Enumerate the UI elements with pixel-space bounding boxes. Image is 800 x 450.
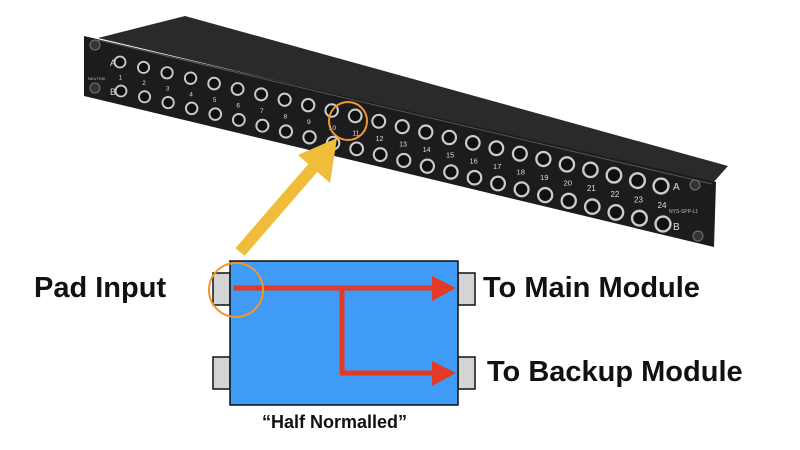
jack-b-8 <box>278 124 294 139</box>
rack-top-surface <box>98 16 728 184</box>
jack-b-5 <box>208 107 223 121</box>
row-a-label-right: A <box>673 182 680 193</box>
jack-b-19 <box>537 186 554 204</box>
channel-number: 8 <box>283 114 287 121</box>
jack-b-11 <box>349 141 365 157</box>
half-normalled-diagram <box>208 260 476 406</box>
pointer-arrow <box>235 138 337 256</box>
patchbay-rack: 123456789101112131415161718192021222324 … <box>84 16 728 247</box>
jack-a-19 <box>535 150 552 168</box>
model-label: NYS-SPP-L1 <box>669 209 698 215</box>
channel-number: 6 <box>236 102 240 109</box>
jack-b-3 <box>161 95 175 110</box>
channel-number: 21 <box>587 184 596 193</box>
channel-number: 2 <box>142 80 146 87</box>
input-highlight-ring <box>208 262 264 318</box>
input-label: Pad Input <box>34 272 167 304</box>
jack-b-20 <box>560 192 577 210</box>
jack-main-out <box>457 272 476 306</box>
jack-b-23 <box>630 209 648 227</box>
channel-number: 16 <box>470 156 478 165</box>
jack-unused <box>212 356 231 390</box>
brand-label: NEUTRIK <box>88 76 106 81</box>
jack-b-6 <box>231 113 246 127</box>
channel-number: 24 <box>657 201 667 210</box>
channel-number: 19 <box>540 173 548 182</box>
jack-b-14 <box>419 158 436 174</box>
jack-a-7 <box>254 87 269 102</box>
jack-a-11 <box>347 108 363 124</box>
jack-b-4 <box>185 101 199 116</box>
channel-number: 7 <box>260 108 264 115</box>
jack-a-3 <box>160 66 174 80</box>
jack-b-7 <box>255 118 270 133</box>
jack-a-13 <box>394 119 410 135</box>
arrowhead-backup <box>432 361 456 386</box>
channel-number: 23 <box>634 195 643 204</box>
jack-b-1 <box>114 84 128 98</box>
row-a-label: A <box>110 58 116 68</box>
jack-a-5 <box>207 76 221 91</box>
jack-a-16 <box>464 135 481 151</box>
jack-b-15 <box>443 164 459 180</box>
jack-a-18 <box>511 145 528 162</box>
channel-number: 14 <box>423 146 431 154</box>
channel-number: 13 <box>399 141 407 149</box>
jack-b-24 <box>654 215 672 233</box>
jack-a-22 <box>605 166 623 184</box>
channel-12-highlight-ring <box>328 101 368 141</box>
jack-a-1 <box>113 55 127 69</box>
jack-a-2 <box>137 60 151 74</box>
channel-number: 15 <box>446 151 454 160</box>
rack-screw <box>692 230 704 242</box>
jack-backup-out <box>457 356 476 390</box>
jack-a-14 <box>418 124 434 140</box>
jack-b-16 <box>466 169 483 186</box>
diagram-caption: “Half Normalled” <box>262 412 408 432</box>
jack-input <box>212 272 231 306</box>
row-b-label-right: B <box>673 222 680 233</box>
jack-a-17 <box>488 140 505 157</box>
rack-screw <box>89 82 101 94</box>
rack-screw <box>89 39 101 51</box>
arrowhead-main <box>432 276 456 301</box>
row-b-label: B <box>110 87 116 97</box>
signal-path <box>234 276 456 386</box>
jack-b-21 <box>583 198 601 215</box>
jack-a-4 <box>183 71 198 85</box>
jack-a-15 <box>441 129 458 146</box>
jack-a-12 <box>371 113 387 129</box>
channel-number: 11 <box>352 130 359 137</box>
jack-a-9 <box>300 97 316 113</box>
jack-a-20 <box>558 156 576 173</box>
jack-b-18 <box>513 181 530 198</box>
channel-number: 20 <box>564 179 573 188</box>
channel-number: 5 <box>213 97 217 104</box>
jack-a-6 <box>230 82 245 96</box>
jack-a-24 <box>652 177 670 195</box>
output-main-label: To Main Module <box>483 272 700 304</box>
channel-number: 18 <box>517 167 525 176</box>
channel-number: 10 <box>329 125 337 132</box>
channel-number: 9 <box>307 119 311 126</box>
jack-b-13 <box>396 152 412 168</box>
jack-b-12 <box>372 147 388 163</box>
channel-number: 12 <box>376 136 384 143</box>
channel-number: 17 <box>493 162 501 171</box>
channel-number: 4 <box>189 91 193 98</box>
jack-b-2 <box>138 90 152 104</box>
jack-a-21 <box>582 161 599 179</box>
channel-number: 22 <box>611 190 620 199</box>
output-backup-label: To Backup Module <box>487 356 743 388</box>
jack-a-23 <box>628 172 647 190</box>
jack-b-22 <box>607 203 625 221</box>
jack-a-8 <box>277 92 292 107</box>
channel-number: 1 <box>119 76 123 82</box>
jack-b-9 <box>302 130 317 145</box>
channel-number: 3 <box>166 86 170 93</box>
jack-b-17 <box>490 175 507 192</box>
rack-screw <box>689 179 701 191</box>
